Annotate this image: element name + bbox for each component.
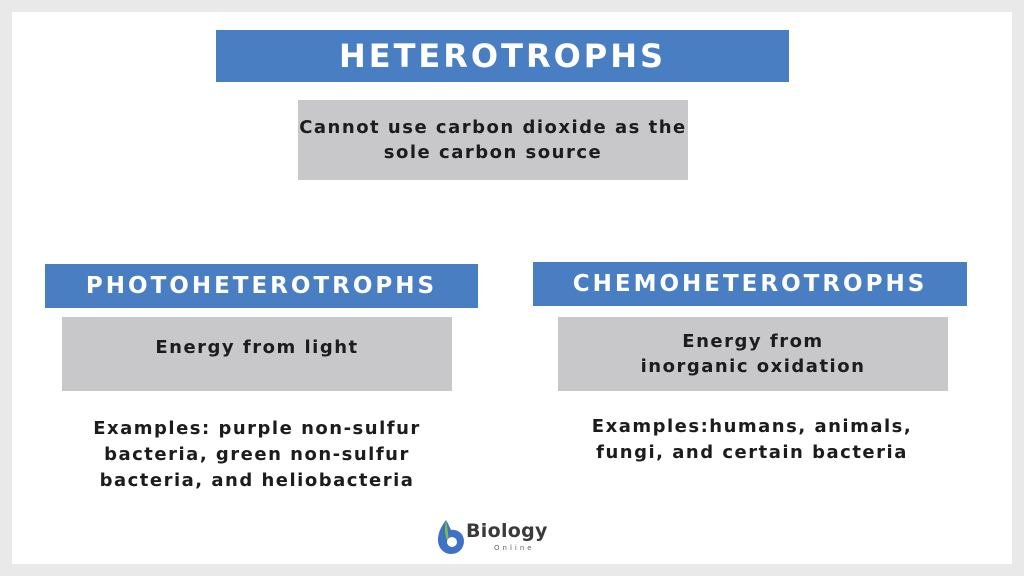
logo-sub: Online [494,544,535,552]
biology-leaf-icon [438,520,464,554]
energy-box-photo: Energy from light [62,317,452,391]
definition-box: Cannot use carbon dioxide as the sole ca… [298,100,688,180]
title-chemoheterotrophs: CHEMOHETEROTROPHS [533,262,967,306]
biology-online-logo: Biology Online [436,516,556,556]
logo-name: Biology [466,520,548,542]
energy-box-chemo: Energy from inorganic oxidation [558,317,948,391]
examples-photo: Examples: purple non-sulfur bacteria, gr… [93,418,421,491]
title-photoheterotrophs: PHOTOHETEROTROPHS [45,264,478,308]
examples-chemo: Examples:humans, animals, fungi, and cer… [591,416,913,463]
title-heterotrophs: HETEROTROPHS [216,30,789,82]
